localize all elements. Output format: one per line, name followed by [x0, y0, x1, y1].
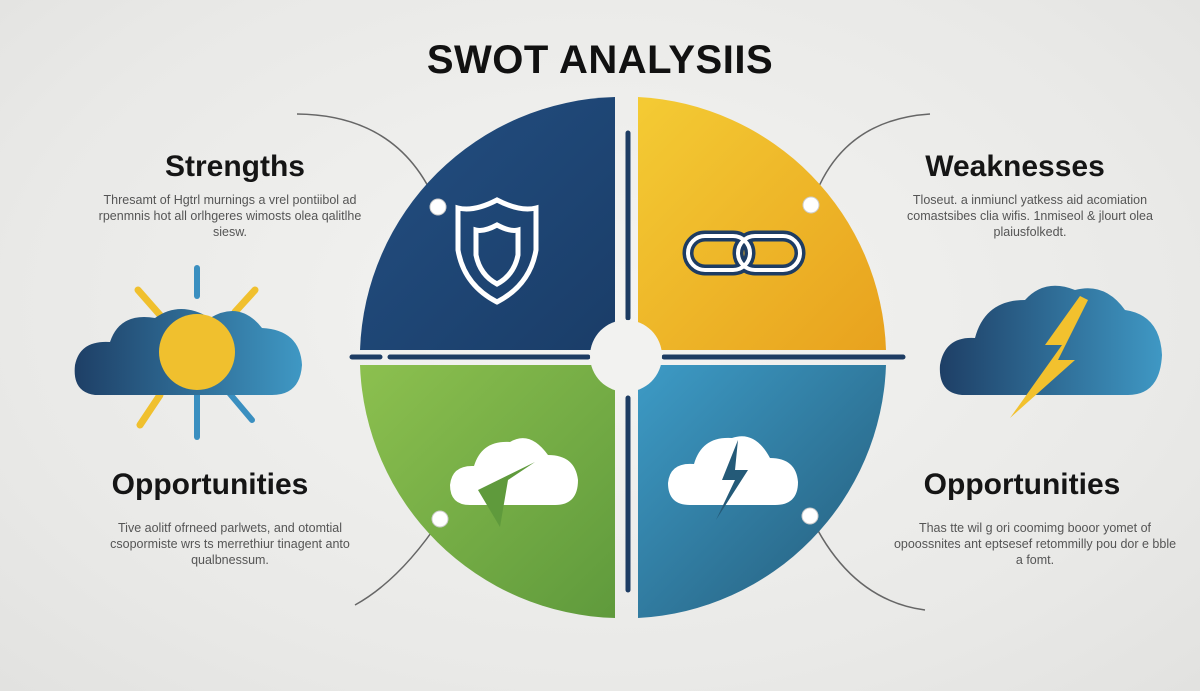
center-circle: [590, 320, 662, 392]
chain-link-icon: [682, 230, 806, 276]
connector-dots: [429, 196, 820, 528]
weaknesses-description: Tloseut. a inmiuncl yatkess aid acomiati…: [907, 193, 1153, 239]
opportunities-description-right: Thas tte wil g ori coomimg booor yomet o…: [893, 521, 1177, 567]
cloud-arrow-icon: [450, 438, 578, 527]
strengths-description: Thresamt of Hgtrl murnings a vrel pontii…: [98, 193, 362, 239]
storm-cloud-icon: [939, 285, 1162, 418]
opportunities-heading-right: Opportunities: [923, 468, 1121, 501]
sun-cloud-icon: [74, 265, 303, 440]
opportunities-description-left: Tive aolitf ofrneed parlwets, and otomti…: [110, 521, 350, 567]
quadrant-strengths: [360, 97, 615, 350]
strengths-heading: Strengths: [164, 150, 305, 183]
cloud-lightning-icon: [668, 436, 798, 520]
shield-icon: [455, 197, 539, 305]
dividers: [349, 130, 906, 593]
weaknesses-heading: Weaknesses: [925, 150, 1105, 183]
opportunities-heading-left: Opportunities: [111, 468, 309, 501]
page-title: SWOT ANALYSIIS: [426, 38, 774, 82]
quadrant-weaknesses: [638, 97, 886, 350]
